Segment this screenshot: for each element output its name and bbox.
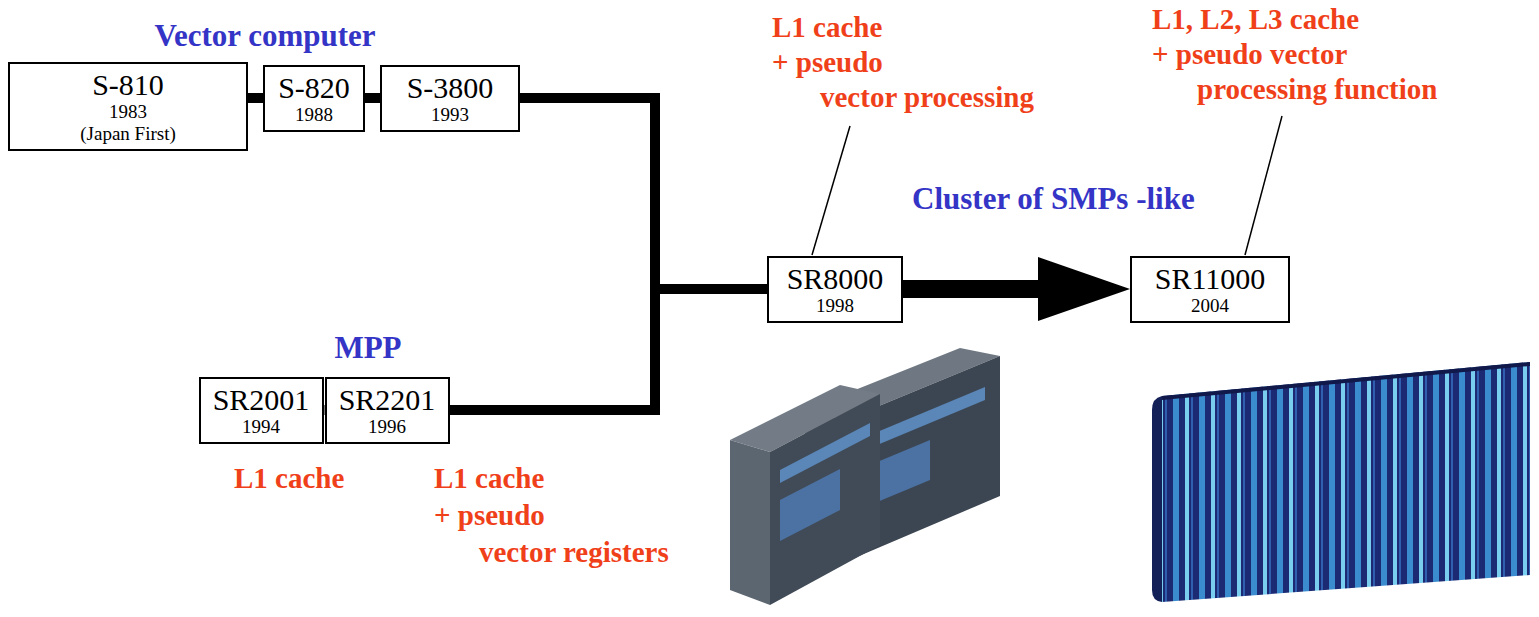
machine-box: S-8101983(Japan First) [8, 62, 248, 151]
rack-end [1152, 396, 1162, 602]
feature-annotation: L1 cache [232, 460, 346, 497]
category-heading: MPP [332, 330, 403, 366]
machine-box: SR80001998 [767, 256, 903, 323]
lineage-arrow [903, 280, 1038, 298]
cabinet-side [770, 394, 880, 605]
release-year: 1988 [295, 104, 333, 126]
leader-line [1245, 116, 1282, 255]
sr11000-racks [1152, 362, 1530, 602]
feature-annotation: L1, L2, L3 cache + pseudo vector process… [1150, 2, 1439, 107]
release-year: 1993 [431, 104, 469, 126]
rack-top [1162, 362, 1530, 400]
release-year: 2004 [1191, 295, 1229, 317]
release-year: 1983 [109, 101, 147, 123]
machine-box: SR20011994 [199, 377, 324, 444]
lineage-line [450, 289, 768, 410]
model-name: SR2201 [339, 383, 436, 416]
release-year: 1998 [816, 295, 854, 317]
category-heading: Cluster of SMPs -like [910, 181, 1197, 217]
model-name: SR11000 [1155, 262, 1266, 295]
release-year: 1994 [242, 416, 280, 438]
sr8000-cabinets [730, 348, 1000, 605]
model-name: S-820 [278, 71, 350, 104]
machine-box: S-38001993 [380, 65, 520, 132]
cabinet-panel [780, 469, 840, 541]
machine-box: S-8201988 [263, 65, 365, 132]
release-year: 1996 [368, 416, 406, 438]
model-name: SR2001 [213, 383, 310, 416]
cabinet-end [730, 440, 770, 605]
lineage-line [365, 93, 380, 103]
category-heading: Vector computer [152, 18, 377, 54]
lineage-line [520, 98, 767, 289]
model-name: S-810 [92, 68, 164, 101]
lineage-line [248, 93, 263, 103]
cabinet-panel [780, 423, 870, 483]
feature-annotation: L1 cache + pseudo vector processing [770, 10, 1036, 115]
model-name: SR8000 [787, 262, 884, 295]
rack-front [1162, 362, 1530, 602]
origin-note: (Japan First) [80, 123, 176, 145]
leader-line [812, 126, 850, 255]
model-name: S-3800 [407, 71, 494, 104]
machine-box: SR22011996 [325, 377, 450, 444]
machine-box: SR110002004 [1130, 256, 1290, 323]
feature-annotation: L1 cache + pseudo vector registers [432, 460, 671, 571]
